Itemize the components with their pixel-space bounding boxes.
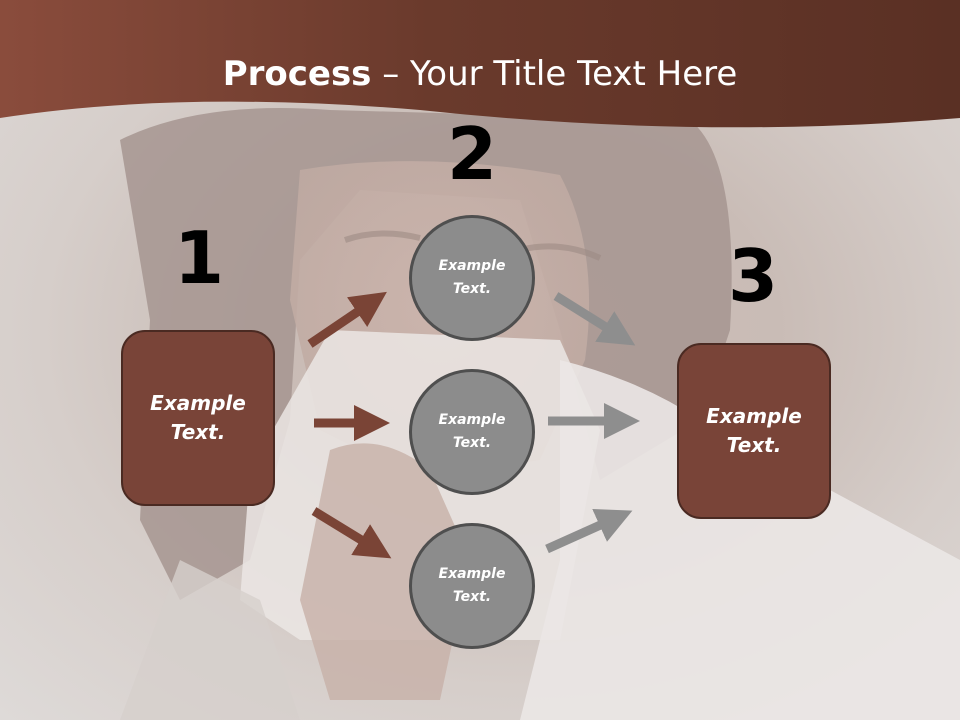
step-number-3: 3 [727,234,779,318]
title-rest: – Your Title Text Here [371,54,738,94]
arrows-to-circles [307,291,392,559]
step-2-text-bottom: Example Text. [438,566,506,605]
step-number-2: 2 [446,112,498,196]
arrow-down-right [311,507,392,559]
header-band [0,0,960,128]
step-2-text-top: Example Text. [438,258,506,297]
step-2-circle-top: Example Text. [409,215,535,341]
step-2-text-middle: Example Text. [438,412,506,451]
arrow-gray-up-right [545,508,633,554]
step-2-circle-middle: Example Text. [409,369,535,495]
title-bold: Process [222,54,372,94]
step-2-circle-bottom: Example Text. [409,523,535,649]
arrows-to-box [545,292,640,554]
step-1-box: Example Text. [121,330,275,506]
slide-title: Process – Your Title Text Here [0,52,960,96]
step-3-text: Example Text. [706,404,802,457]
step-3-box: Example Text. [677,343,831,519]
arrow-up-right [307,291,387,348]
step-number-1: 1 [173,216,225,300]
step-1-text: Example Text. [150,391,246,444]
arrow-gray-down-right [553,292,636,346]
